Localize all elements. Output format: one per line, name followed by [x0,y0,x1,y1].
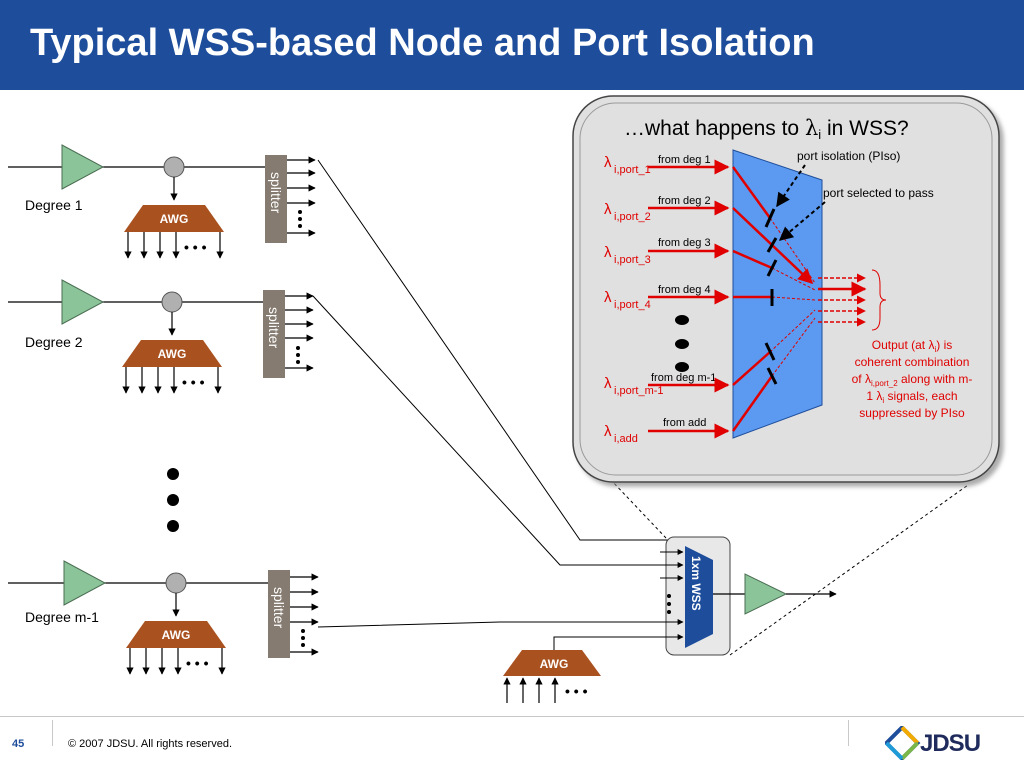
svg-text:λ: λ [604,244,612,261]
coupler-icon [163,156,185,178]
degree-m-1-block: AWG • • • Degree m-1 splitter [8,560,319,675]
input-port-3: λ i,port_3 from deg 3 [604,237,730,266]
add-awg-block: AWG • • • [503,636,683,703]
splitter-label: splitter [271,587,287,629]
svg-text:i,port_2: i,port_2 [614,211,651,223]
svg-text:suppressed by PIso: suppressed by PIso [859,406,965,420]
svg-text:Output (at λi) is: Output (at λi) is [872,338,952,354]
wss-shape [685,546,713,648]
more-degrees-ellipsis [167,468,179,532]
awg-label: AWG [158,347,187,361]
wss-label: 1xm WSS [689,556,703,611]
amplifier-icon [61,279,105,325]
port-selected-label: port selected to pass [823,186,934,200]
degree-label: Degree 1 [25,197,83,213]
routing-lines [312,159,683,628]
title-bar [0,0,1024,90]
output-note: Output (at λi) is coherent combination o… [852,338,973,420]
svg-text:i,port_3: i,port_3 [614,254,651,266]
input-port-4: λ i,port_4 from deg 4 [604,284,730,311]
page-number: 45 [12,738,25,750]
awg-shape [503,650,601,676]
svg-text:i,port_m-1: i,port_m-1 [614,385,664,397]
coupler-icon [161,291,183,313]
svg-text:λ: λ [604,201,612,218]
amplifier-icon [61,144,105,190]
degree-2-block: AWG • • • Degree 2 splitter [8,279,314,394]
svg-text:λ: λ [604,375,612,392]
awg-label: AWG [162,628,191,642]
footer-divider [0,716,1024,717]
degree-1-block: AWG • • • Degree 1 splitter [8,144,316,259]
mirrors [764,208,778,385]
input-port-m-1: λ i,port_m-1 from deg m-1 [604,372,730,397]
add-awg-label: AWG [540,657,569,671]
port-isolation-label: port isolation (PIso) [797,149,900,163]
awg-shape [122,340,222,367]
splitter-box [263,290,285,378]
svg-text:i,port_4: i,port_4 [614,299,651,311]
svg-text:i,add: i,add [614,433,638,445]
degree-label: Degree m-1 [25,609,99,625]
svg-text:λ: λ [604,423,612,440]
input-port-1: λ i,port_1 from deg 1 [604,154,730,176]
awg-shape [124,205,224,232]
coupler-icon [165,572,187,594]
splitter-box [265,155,287,243]
svg-text:λ: λ [604,154,612,171]
ports-ellipsis [675,315,689,372]
splitter-box [268,570,290,658]
svg-text:1 λi signals, each: 1 λi signals, each [866,389,957,405]
svg-text:from deg 3: from deg 3 [658,237,711,249]
svg-text:coherent combination: coherent combination [855,355,970,369]
jdsu-logo-text: JDSU [920,730,981,757]
input-port-2: λ i,port_2 from deg 2 [604,195,730,223]
svg-text:from deg 1: from deg 1 [658,154,711,166]
awg-label: AWG [160,212,189,226]
ellipsis: • • • [184,239,207,255]
callout-heading: …what happens to λi in WSS? [624,116,909,142]
splitter-label: splitter [266,307,282,349]
mirror-panel [732,149,823,439]
input-port-add: λ i,add from add [604,417,730,445]
awg-shape [126,621,226,648]
svg-text:from deg 4: from deg 4 [658,284,711,296]
wss-module: 1xm WSS [660,536,837,656]
amplifier-icon [744,573,788,615]
jdsu-diamond-logo-icon [885,726,921,760]
svg-text:i,port_1: i,port_1 [614,164,651,176]
copyright-text: © 2007 JDSU. All rights reserved. [68,738,233,750]
zoom-lines [591,459,969,656]
amplifier-icon [63,560,107,606]
svg-text:• • •: • • • [186,655,209,671]
svg-text:from deg 2: from deg 2 [658,195,711,207]
svg-text:of λi,port_2 along with m-: of λi,port_2 along with m- [852,372,973,388]
svg-text:• • •: • • • [182,374,205,390]
svg-text:from add: from add [663,417,706,429]
footer-separator [848,720,849,746]
svg-text:λ: λ [604,289,612,306]
footer-separator [52,720,53,746]
svg-text:• • •: • • • [565,683,588,699]
degree-label: Degree 2 [25,334,83,350]
splitter-label: splitter [268,172,284,214]
slide-title: Typical WSS-based Node and Port Isolatio… [30,22,815,64]
wss-zoom-callout: …what happens to λi in WSS? λ i,port_1 f… [572,95,1000,483]
svg-text:from deg m-1: from deg m-1 [651,372,716,384]
